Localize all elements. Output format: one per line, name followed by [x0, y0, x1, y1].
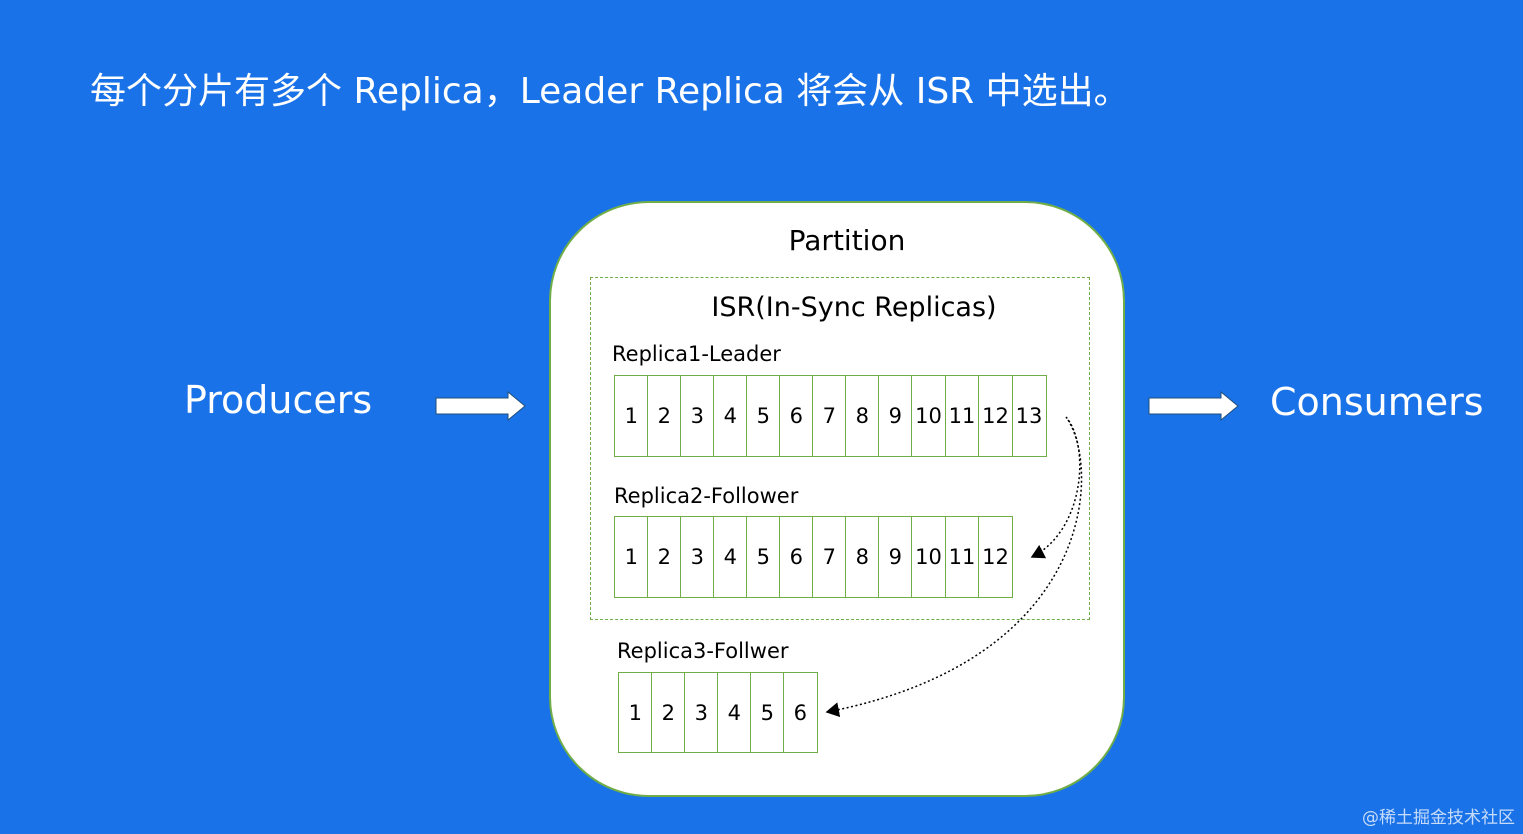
producers-label: Producers — [184, 378, 373, 422]
headline: 每个分片有多个 Replica，Leader Replica 将会从 ISR 中… — [90, 71, 1130, 112]
replication-arrow-to-replica3 — [825, 419, 1083, 718]
log-cell: 12 — [978, 516, 1013, 598]
log-cell: 9 — [878, 375, 913, 457]
consumers-label: Consumers — [1270, 380, 1484, 424]
replication-arrow-to-replica2 — [1030, 416, 1081, 559]
log-cell: 3 — [680, 516, 715, 598]
producers-arrow-icon — [435, 390, 526, 422]
partition-title: Partition — [788, 224, 906, 257]
log-cell: 12 — [978, 375, 1013, 457]
log-cell: 6 — [783, 672, 818, 753]
log-cell: 10 — [911, 516, 946, 598]
log-cell: 5 — [750, 672, 785, 753]
isr-box — [590, 277, 1090, 620]
log-cell: 5 — [746, 516, 781, 598]
log-cell: 11 — [944, 375, 980, 457]
replica2-label: Replica2-Follower — [614, 484, 799, 508]
log-cell: 9 — [878, 516, 913, 598]
log-cell: 3 — [680, 375, 715, 457]
replica1-label: Replica1-Leader — [612, 342, 781, 366]
log-cell: 2 — [651, 672, 686, 753]
log-cell: 6 — [779, 375, 814, 457]
consumers-arrow-icon — [1148, 390, 1239, 422]
log-cell: 1 — [614, 516, 649, 598]
log-cell: 2 — [647, 375, 682, 457]
replica3-label: Replica3-Follwer — [617, 639, 789, 663]
watermark: @稀土掘金技术社区 — [1362, 808, 1515, 828]
log-cell: 4 — [717, 672, 752, 753]
log-cell: 1 — [618, 672, 653, 753]
log-cell: 13 — [1011, 375, 1047, 457]
log-cell: 2 — [647, 516, 682, 598]
log-cell: 3 — [684, 672, 719, 753]
log-cell: 4 — [713, 516, 748, 598]
log-cell: 10 — [911, 375, 946, 457]
log-cell: 7 — [812, 375, 847, 457]
isr-title: ISR(In-Sync Replicas) — [711, 292, 997, 323]
log-cell: 7 — [812, 516, 847, 598]
